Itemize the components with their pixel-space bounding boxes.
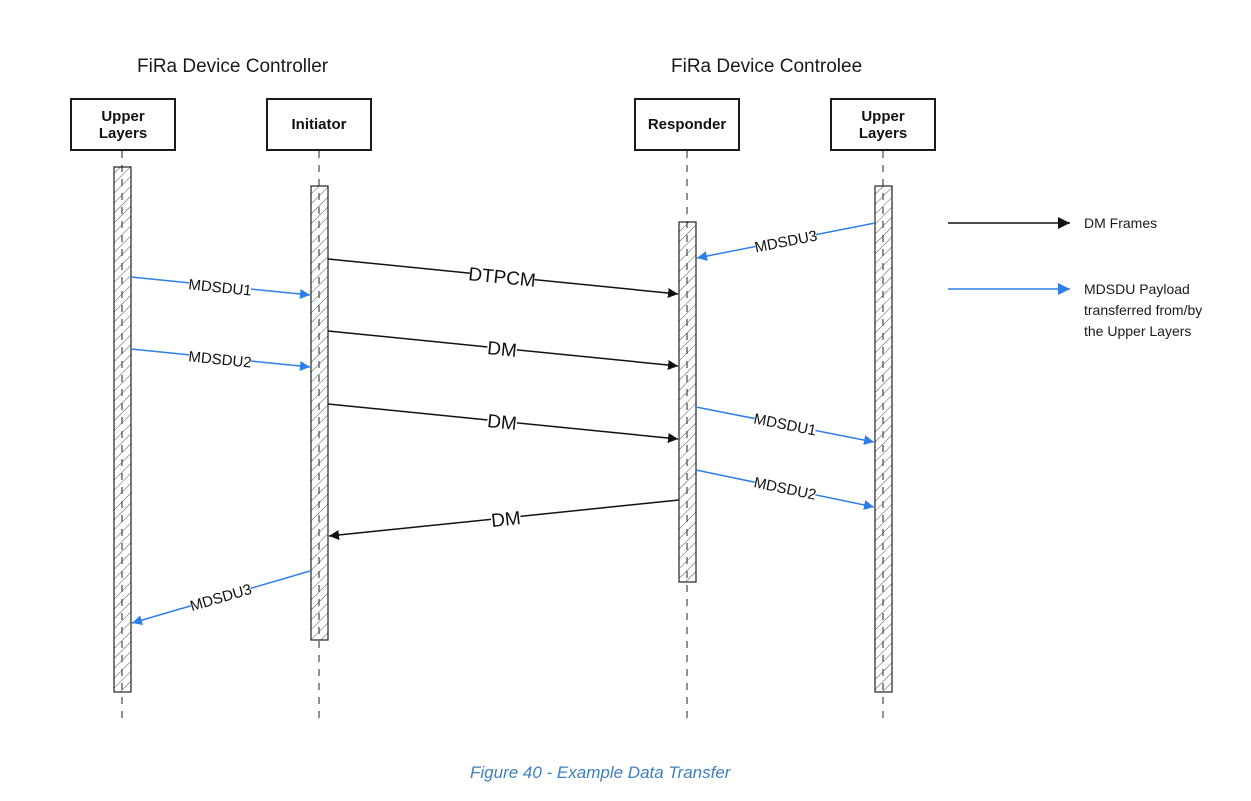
lifeline-header-initiator: Initiator (266, 98, 372, 151)
message-5: MDSDU2 (130, 347, 311, 372)
message-4: DM (327, 330, 679, 370)
controller-group-title: FiRa Device Controller (137, 56, 329, 77)
activation-responder (678, 221, 697, 583)
message-label: MDSDU3 (188, 581, 254, 615)
message-label-bg (188, 275, 252, 300)
message-10: MDSDU3 (131, 570, 311, 625)
message-9: DM (328, 499, 680, 540)
message-label-bg (188, 580, 254, 616)
controlee-group-title: FiRa Device Controlee (671, 56, 863, 77)
message-label-bg (468, 263, 536, 293)
activation-initiator (310, 185, 329, 641)
message-7: MDSDU1 (695, 406, 875, 445)
activation-upper-right (874, 185, 893, 693)
message-label: DM (490, 508, 522, 532)
message-label-bg (753, 409, 818, 440)
message-label: DM (486, 411, 518, 435)
message-label: MDSDU1 (752, 411, 817, 440)
legend-dm-frames-label: DM Frames (1084, 215, 1158, 231)
message-label: DTPCM (467, 264, 536, 292)
message-label-bg (486, 409, 518, 436)
lifeline-header-upper-right: Upper Layers (830, 98, 936, 151)
message-6: DM (327, 403, 679, 443)
lifeline-header-responder: Responder (634, 98, 740, 151)
message-label: DM (486, 338, 518, 362)
message-1: MDSDU3 (696, 222, 876, 261)
activation-upper-left (113, 166, 132, 693)
message-2: DTPCM (327, 258, 679, 298)
message-label-bg (752, 473, 818, 504)
figure-caption: Figure 40 - Example Data Transfer (470, 763, 731, 782)
message-label-bg (753, 226, 818, 257)
lifeline-header-upper-left: Upper Layers (70, 98, 176, 151)
message-3: MDSDU1 (130, 275, 311, 300)
message-label-bg (490, 506, 522, 533)
message-label: MDSDU1 (188, 276, 253, 299)
message-label: MDSDU2 (752, 474, 817, 504)
message-label-bg (486, 336, 518, 363)
legend-mdsdu-payload-label: MDSDU Payload transferred from/by the Up… (1084, 281, 1203, 339)
message-label: MDSDU2 (188, 348, 253, 371)
message-8: MDSDU2 (695, 469, 875, 510)
message-label: MDSDU3 (753, 228, 818, 257)
activation-bars (113, 166, 893, 693)
message-label-bg (188, 347, 252, 372)
